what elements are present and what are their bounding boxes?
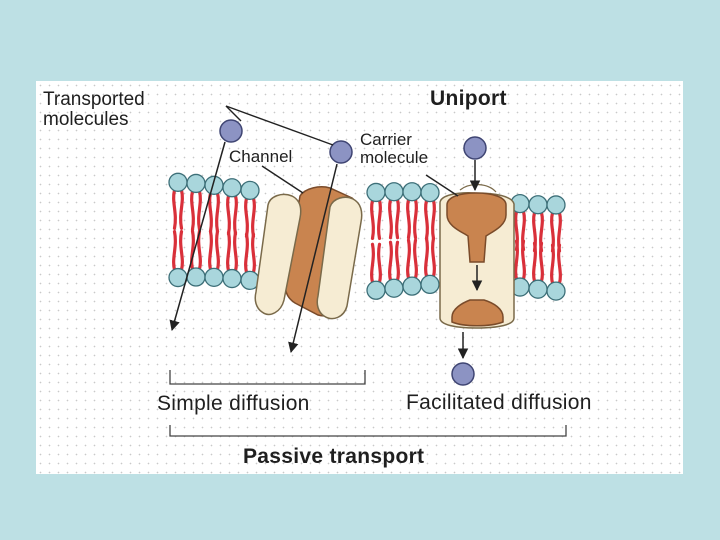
label-simple-diffusion: Simple diffusion: [157, 392, 310, 415]
label-facilitated-diffusion: Facilitated diffusion: [406, 391, 592, 414]
grouping-brackets: [169, 370, 567, 437]
label-carrier-molecule: Carrier molecule: [360, 130, 429, 167]
lipid-tail: [388, 198, 393, 240]
lipid-tail: [208, 191, 213, 233]
lipid-tail: [431, 199, 436, 241]
lipid-tail: [424, 236, 429, 278]
lipid-head: [384, 278, 404, 298]
lipid-tail: [395, 240, 400, 282]
lipid-tail: [208, 229, 213, 271]
lipid-heads: [168, 172, 566, 301]
pointer-lines: [225, 105, 459, 197]
lipid-tail: [539, 241, 544, 283]
molecule-dot: [463, 136, 487, 160]
lipid-head: [222, 178, 242, 198]
lipid-tail: [244, 232, 249, 274]
lipid-tail: [226, 230, 231, 273]
lipid-tail: [251, 196, 256, 238]
lipid-tail: [377, 242, 382, 284]
lipid-tail: [413, 198, 418, 240]
lipid-tail: [251, 232, 256, 274]
lipid-head: [420, 274, 440, 295]
lipid-tail: [370, 198, 375, 241]
channel-protein: [254, 186, 363, 320]
lipid-tail: [190, 189, 195, 232]
lipid-tail: [233, 194, 238, 236]
lipid-head: [420, 182, 440, 203]
lipid-head: [168, 172, 188, 192]
lipid-tail: [244, 196, 249, 238]
lipid-head: [528, 279, 548, 299]
lipid-tail: [406, 198, 411, 240]
label-transported-molecules: Transported molecules: [43, 89, 145, 130]
lipid-tail: [377, 198, 382, 241]
diagram-title: Uniport: [430, 87, 507, 110]
carrier-protein: [439, 184, 515, 329]
lipid-head: [546, 281, 566, 301]
lipid-tail: [226, 194, 231, 236]
lipid-head: [240, 180, 260, 201]
lipid-head: [384, 182, 404, 202]
lipid-head: [528, 195, 548, 215]
molecule-dot: [219, 119, 243, 143]
lipid-tail: [521, 239, 526, 281]
lipid-tail: [233, 230, 238, 273]
diagram-panel: [36, 81, 683, 474]
lipid-tail: [215, 191, 220, 233]
label-channel: Channel: [229, 147, 293, 166]
lipid-tail: [215, 229, 220, 271]
label-passive-transport: Passive transport: [243, 445, 425, 468]
lipid-head: [402, 182, 422, 202]
lipid-tail: [406, 238, 411, 280]
lipid-tail: [179, 188, 184, 230]
molecule-dot: [329, 140, 353, 164]
lipid-tail: [370, 242, 375, 284]
lipid-tail: [413, 238, 418, 280]
lipid-head: [204, 267, 224, 288]
lipid-tail: [514, 239, 519, 281]
lipid-tail: [557, 243, 562, 285]
lipid-head: [546, 195, 566, 215]
lipid-head: [222, 268, 242, 289]
lipid-tail: [388, 240, 393, 282]
lipid-tail: [532, 241, 537, 283]
lipid-tail: [172, 229, 177, 272]
molecule-dot: [451, 362, 475, 386]
diffusion-arrows: [169, 141, 483, 360]
lipid-head: [402, 276, 422, 296]
lipid-head: [186, 267, 206, 287]
lipid-head: [186, 173, 206, 194]
lipid-tail: [395, 198, 400, 240]
lipid-tail: [172, 188, 177, 230]
lipid-tail: [550, 243, 555, 285]
lipid-tail: [190, 229, 195, 271]
lipid-tail: [424, 199, 429, 241]
lipid-tail: [179, 229, 184, 272]
lipid-tail: [197, 189, 202, 232]
lipid-head: [366, 182, 386, 203]
lipid-tail: [431, 236, 436, 278]
lipid-head: [366, 280, 386, 300]
